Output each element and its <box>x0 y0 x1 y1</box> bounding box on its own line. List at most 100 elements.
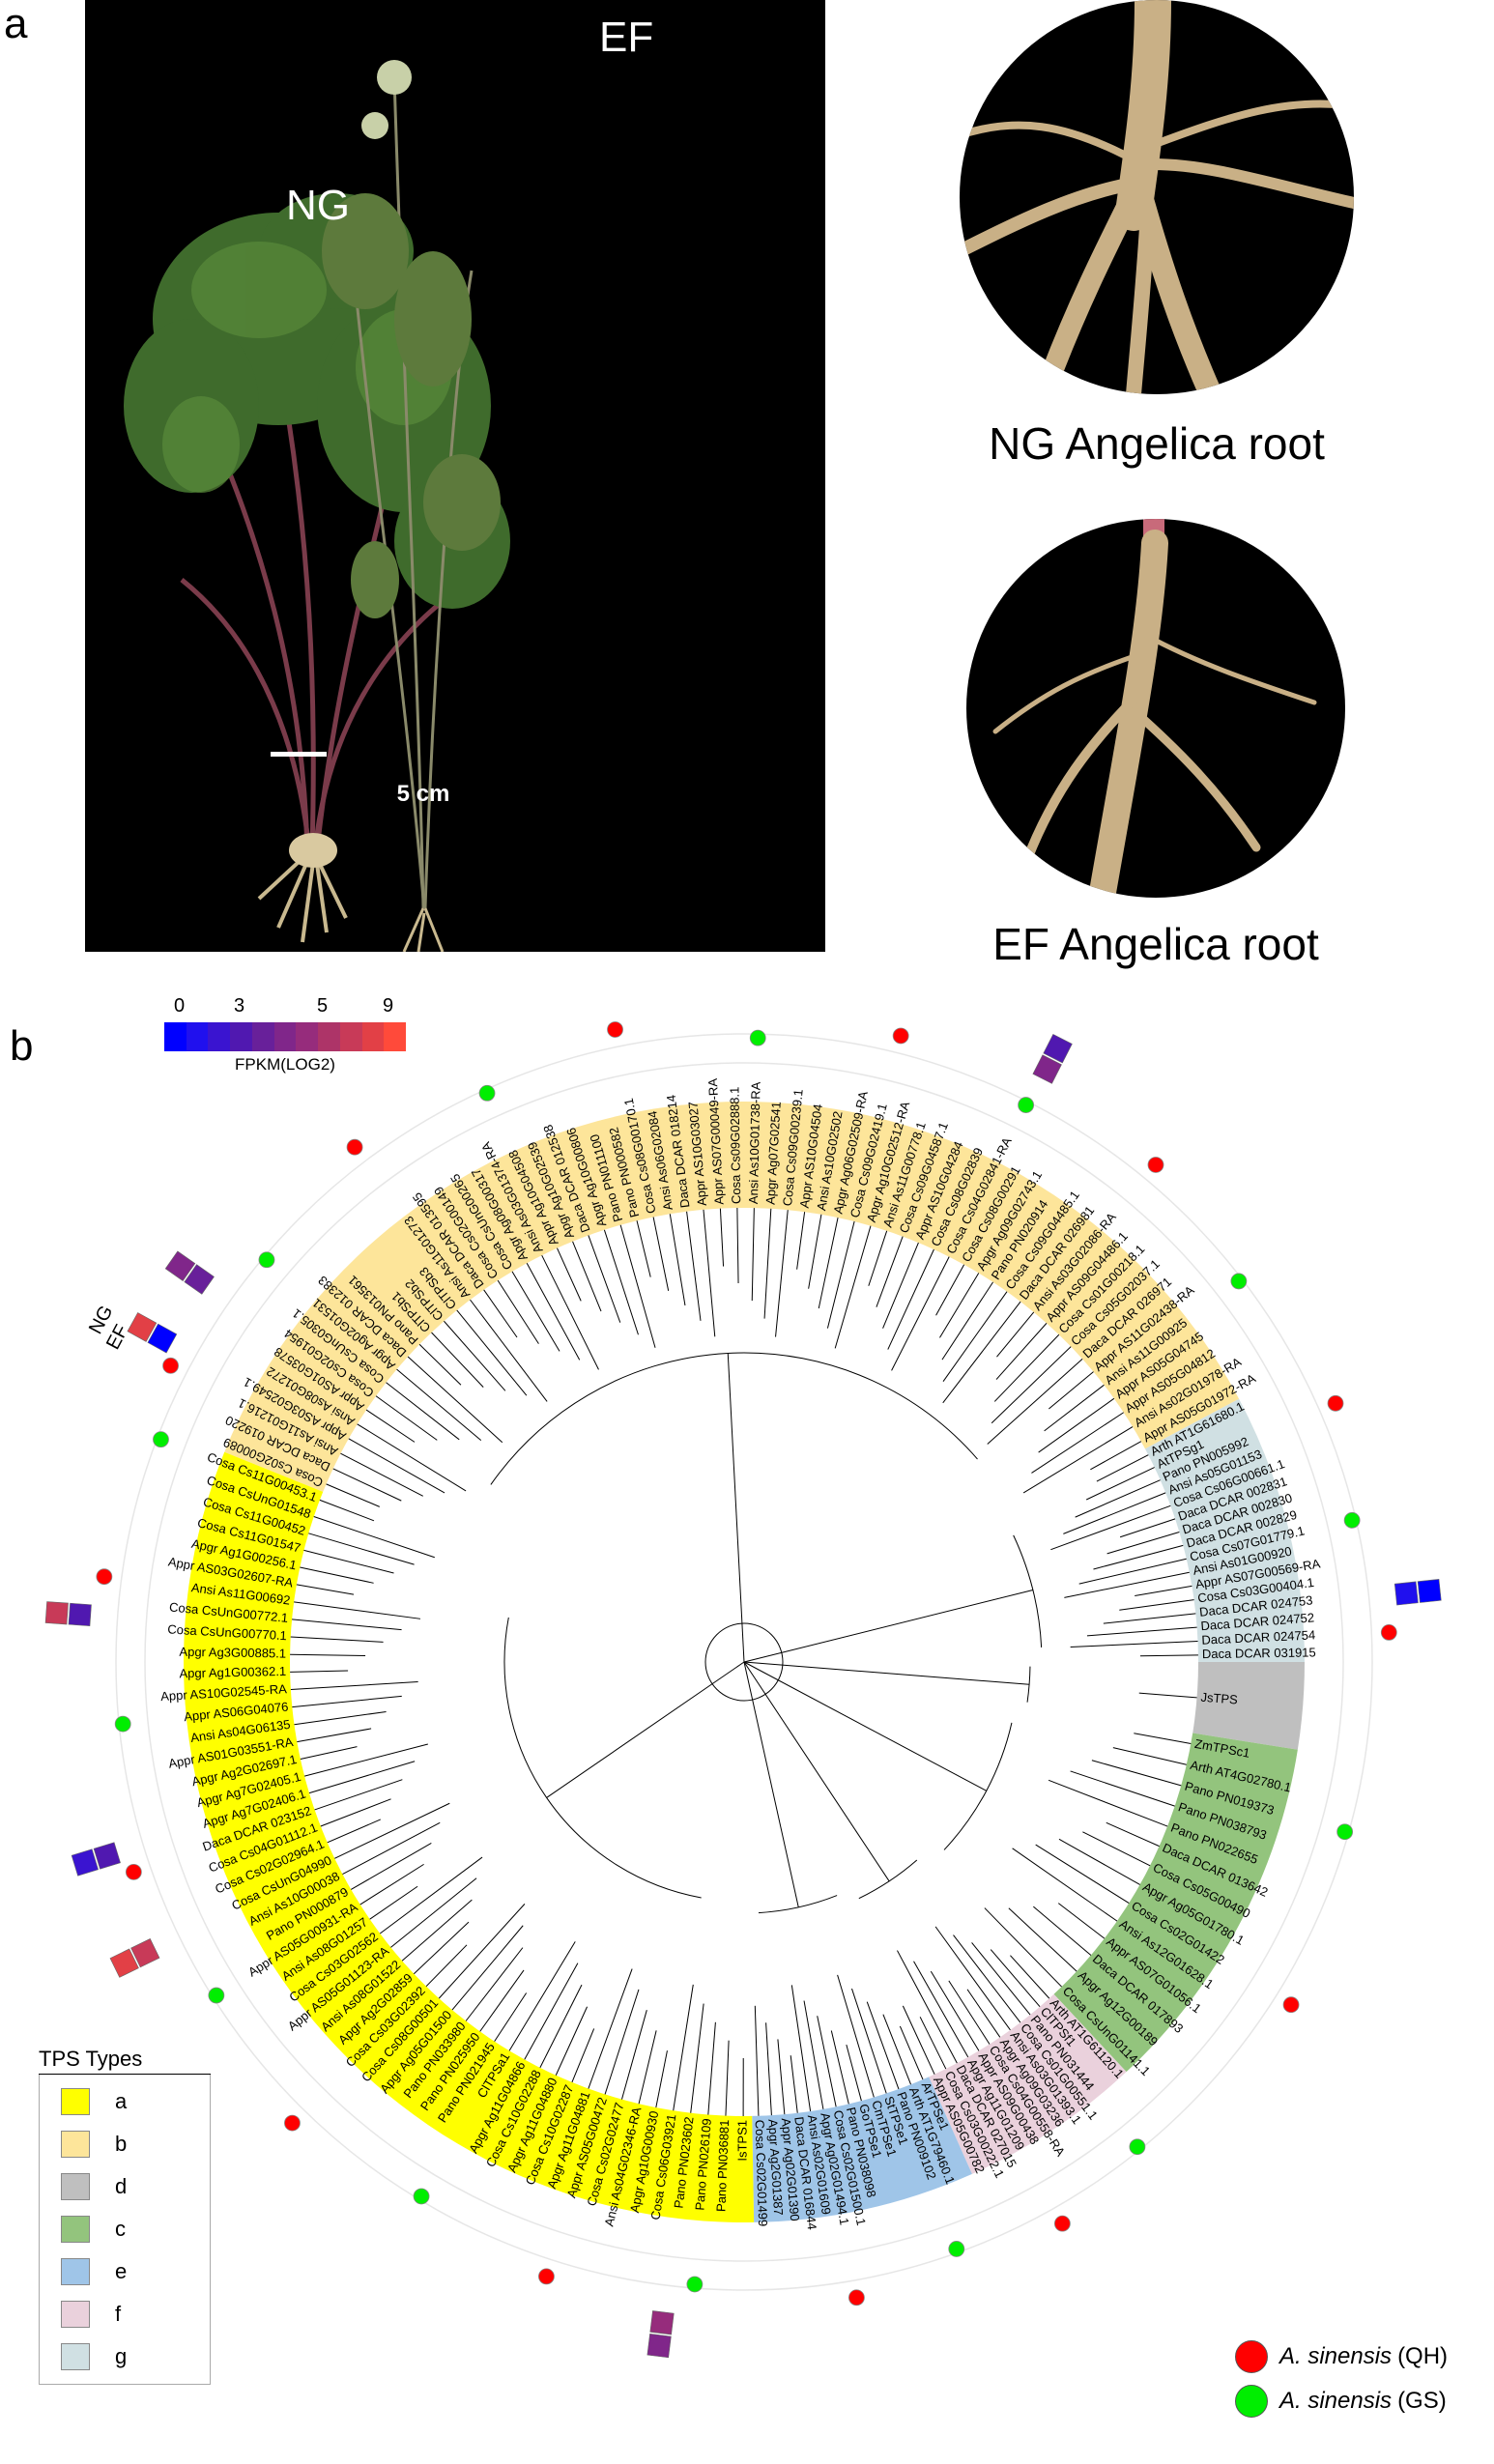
clade-stem <box>743 1661 799 1907</box>
gs-expression-dot <box>114 1715 131 1733</box>
tip-branch <box>619 1224 656 1348</box>
tps-legend-row: c <box>61 2208 210 2250</box>
tip-branch <box>526 1263 581 1361</box>
tip-branch <box>913 1961 969 2058</box>
tip-branch <box>334 1802 450 1859</box>
tip-branch <box>851 1988 887 2094</box>
plant-label-ng: NG <box>286 182 350 229</box>
tip-branch <box>1057 1903 1106 1939</box>
tip-branch <box>1049 1371 1094 1410</box>
tip-branch <box>719 1208 725 1267</box>
tip-branch <box>357 1423 467 1492</box>
tip-branch <box>1031 1412 1124 1474</box>
tip-branch <box>348 1438 445 1494</box>
expression-heat-cell <box>109 1948 139 1978</box>
clade-backgrounds <box>184 1101 1305 2222</box>
tps-legend-label: b <box>115 2132 128 2156</box>
qh-expression-dot <box>1147 1157 1164 1173</box>
plant-label-ef: EF <box>599 14 654 61</box>
ng-root-photo <box>960 0 1354 394</box>
qh-expression-dot <box>162 1357 179 1374</box>
ef-root-illustration <box>992 519 1317 898</box>
tip-branch <box>897 1950 958 2064</box>
colorbar-segment <box>208 1022 231 1051</box>
tip-branch <box>1096 1454 1149 1482</box>
species-legend-row: A. sinensis (GS) <box>1235 2385 1448 2418</box>
clade-stem <box>743 1661 987 1791</box>
tip-branch <box>418 1343 462 1386</box>
ng-root-caption: NG Angelica root <box>989 418 1325 469</box>
tip-label: Apgr Ag07G02541 <box>763 1102 784 1206</box>
expression-heat-cell <box>130 1938 160 1968</box>
tip-branch <box>834 1225 872 1349</box>
tip-branch <box>790 1985 812 2112</box>
tip-branch <box>803 2000 824 2109</box>
tip-branch <box>993 1333 1060 1402</box>
expression-heat-cell <box>68 1602 92 1627</box>
tps-swatch-b <box>61 2131 90 2158</box>
expression-heat-cell <box>44 1601 69 1625</box>
tip-branch <box>673 1984 694 2111</box>
tps-legend-label: f <box>115 2302 122 2326</box>
tip-branch <box>470 1299 548 1402</box>
tip-branch <box>1134 1733 1192 1744</box>
tip-branch <box>511 1271 560 1352</box>
tip-branch <box>1091 1760 1182 1787</box>
tip-branch <box>899 2025 924 2080</box>
qh-expression-dot <box>892 1027 909 1045</box>
tip-branch <box>796 1212 806 1270</box>
panel-b-letter: b <box>10 1022 34 1070</box>
tip-branch <box>479 1969 525 2032</box>
tps-legend-row: b <box>61 2123 210 2165</box>
tip-branch <box>1048 1779 1168 1827</box>
tip-branch <box>669 1214 686 1306</box>
tip-branch <box>292 1619 402 1631</box>
tip-branch <box>431 1332 484 1388</box>
tip-branch <box>1070 1640 1198 1648</box>
scale-bar-label: 5 cm <box>396 781 450 807</box>
gs-expression-dot <box>1018 1097 1035 1113</box>
tip-branch <box>300 1566 374 1584</box>
tip-branch <box>777 2039 786 2115</box>
colorbar-segment <box>339 1022 362 1051</box>
clade-stem <box>743 1661 890 1882</box>
tip-label: Daca DCAR 024754 <box>1201 1627 1315 1647</box>
tip-branch <box>541 1254 599 1370</box>
tip-branch <box>751 1208 755 1302</box>
tip-branch <box>652 1217 670 1292</box>
qh-expression-dot <box>538 2268 555 2285</box>
qh-expression-dot <box>125 1863 142 1880</box>
tip-branch <box>934 1926 1011 2031</box>
expression-dots <box>44 1021 1442 2359</box>
tip-branch <box>365 1409 416 1443</box>
gs-dot-icon <box>1235 2385 1268 2418</box>
tip-branch <box>882 2014 911 2085</box>
tip-branch <box>571 2028 595 2083</box>
gs-expression-dot <box>749 1029 766 1046</box>
qh-expression-dot <box>848 2289 865 2306</box>
tip-branch <box>866 2001 900 2090</box>
tip-branch <box>971 1942 1031 2016</box>
qh-expression-dot <box>1327 1394 1344 1412</box>
tip-branch <box>386 1382 460 1441</box>
clade-sector-f <box>929 1993 1127 2174</box>
tip-branch <box>320 1798 391 1827</box>
clade-arc <box>503 1617 702 1899</box>
tps-legend-row: d <box>61 2165 210 2208</box>
tip-branch <box>887 1248 934 1350</box>
colorbar-segment <box>186 1022 209 1051</box>
tip-branch <box>524 1963 579 2060</box>
tip-branch <box>736 1208 739 1284</box>
tip-branch <box>1038 1397 1115 1453</box>
tip-branch <box>359 1863 424 1905</box>
tip-branch <box>620 2010 647 2100</box>
tip-branch <box>690 2003 704 2113</box>
tps-swatch-a <box>61 2088 90 2115</box>
qh-expression-dot <box>1053 2215 1071 2232</box>
tip-branch <box>942 1301 1021 1404</box>
species-suffix: (QH) <box>1397 2343 1449 2369</box>
tip-branch <box>294 1710 387 1726</box>
tip-branch <box>1063 1492 1166 1534</box>
